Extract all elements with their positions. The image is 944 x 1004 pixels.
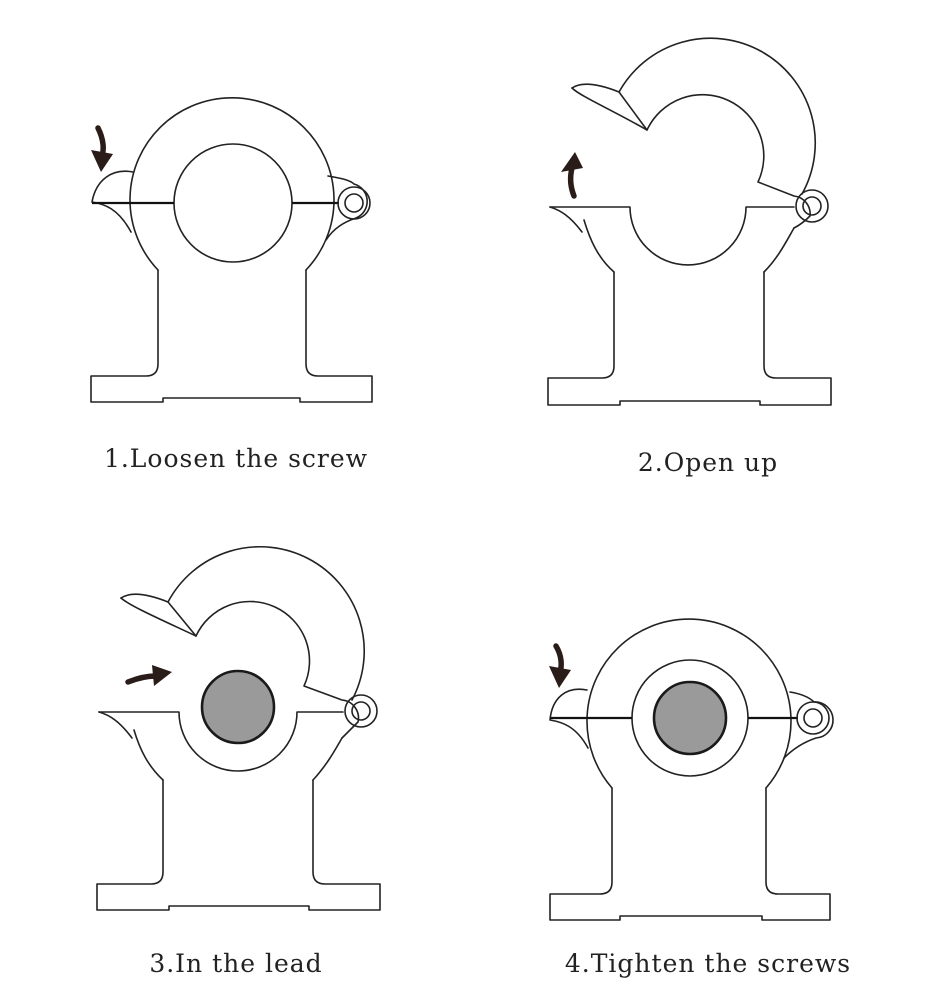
hinge-screw-icon xyxy=(344,694,378,728)
step-4-panel: 4.Tighten the screws xyxy=(472,502,944,1004)
hinge-screw-icon xyxy=(337,186,371,220)
step-1-panel: 1.Loosen the screw xyxy=(0,0,472,502)
step-4-figure xyxy=(549,618,834,921)
step-3-caption: 3.In the lead xyxy=(149,949,323,978)
step-1-figure xyxy=(90,97,373,403)
hinge-screw-icon xyxy=(796,701,830,735)
split-core-transformer-icon xyxy=(90,97,373,403)
step-2-figure xyxy=(547,37,832,406)
lead-wire-icon xyxy=(200,669,276,745)
direction-arrow-icon xyxy=(91,125,113,172)
direction-arrow-icon xyxy=(549,643,571,688)
step-3-panel: 3.In the lead xyxy=(0,502,472,1004)
step-2-panel: 2.Open up xyxy=(472,0,944,502)
split-core-transformer-icon xyxy=(547,37,832,406)
direction-arrow-icon xyxy=(561,152,583,199)
lead-wire-icon xyxy=(652,680,728,756)
step-2-caption: 2.Open up xyxy=(637,448,779,477)
split-core-transformer-icon xyxy=(96,546,381,911)
step-4-caption: 4.Tighten the screws xyxy=(564,949,852,978)
split-core-transformer-icon xyxy=(549,618,834,921)
step-3-figure xyxy=(96,546,381,911)
step-1-caption: 1.Loosen the screw xyxy=(103,444,369,473)
direction-arrow-icon xyxy=(125,665,172,686)
hinge-screw-icon xyxy=(795,189,829,223)
